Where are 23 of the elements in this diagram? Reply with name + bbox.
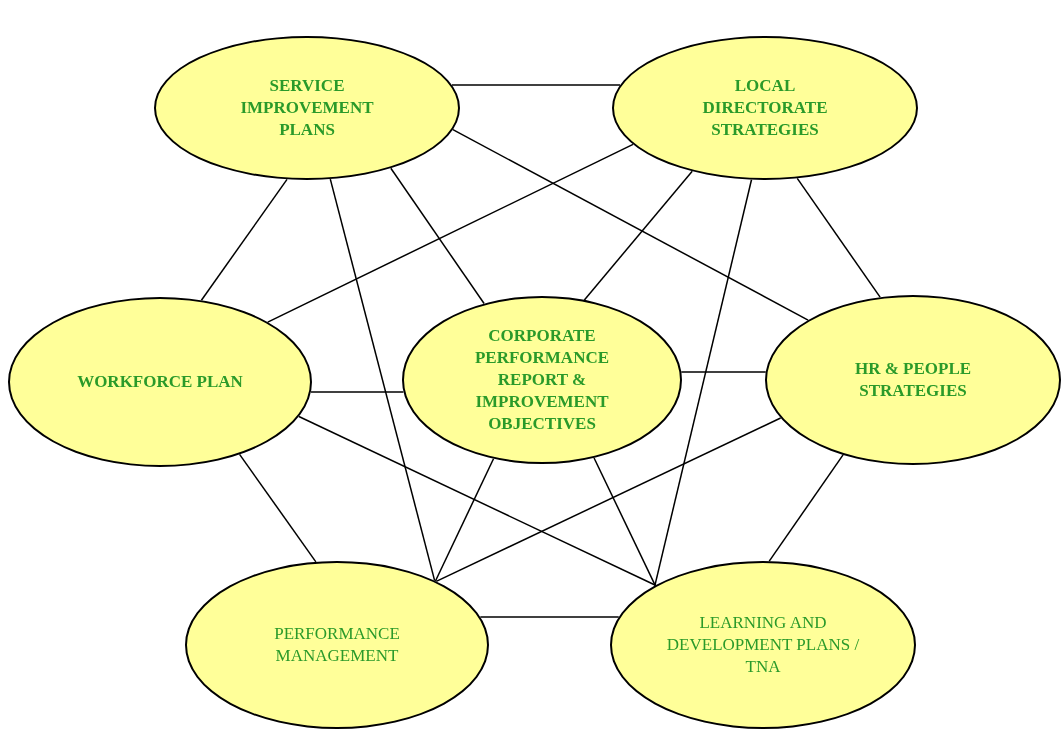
connector-line xyxy=(452,128,809,321)
connector-line xyxy=(796,177,881,298)
connector-line xyxy=(267,143,634,323)
connector-line xyxy=(238,453,317,563)
connector-line xyxy=(479,616,620,618)
connector-line xyxy=(451,84,621,86)
connector-line xyxy=(329,178,436,582)
connector-line xyxy=(298,415,657,586)
node-label: SERVICE IMPROVEMENT PLANS xyxy=(239,75,375,141)
connector-line xyxy=(593,457,656,587)
connector-line xyxy=(654,178,753,587)
node-label: HR & PEOPLE STRATEGIES xyxy=(853,358,973,402)
connector-line xyxy=(434,458,495,582)
connector-line xyxy=(768,454,844,562)
node-label: WORKFORCE PLAN xyxy=(76,371,244,393)
connector-line xyxy=(390,167,485,305)
node-label: LOCAL DIRECTORATE STRATEGIES xyxy=(701,75,829,141)
node-label: CORPORATE PERFORMANCE REPORT & IMPROVEMENT OBJECTIVES xyxy=(473,325,611,435)
connector-line xyxy=(435,417,782,583)
node-label: LEARNING AND DEVELOPMENT PLANS / TNA xyxy=(665,612,861,678)
connector-line xyxy=(310,391,405,393)
node-label: PERFORMANCE MANAGEMENT xyxy=(273,623,401,667)
connector-line xyxy=(680,371,767,373)
